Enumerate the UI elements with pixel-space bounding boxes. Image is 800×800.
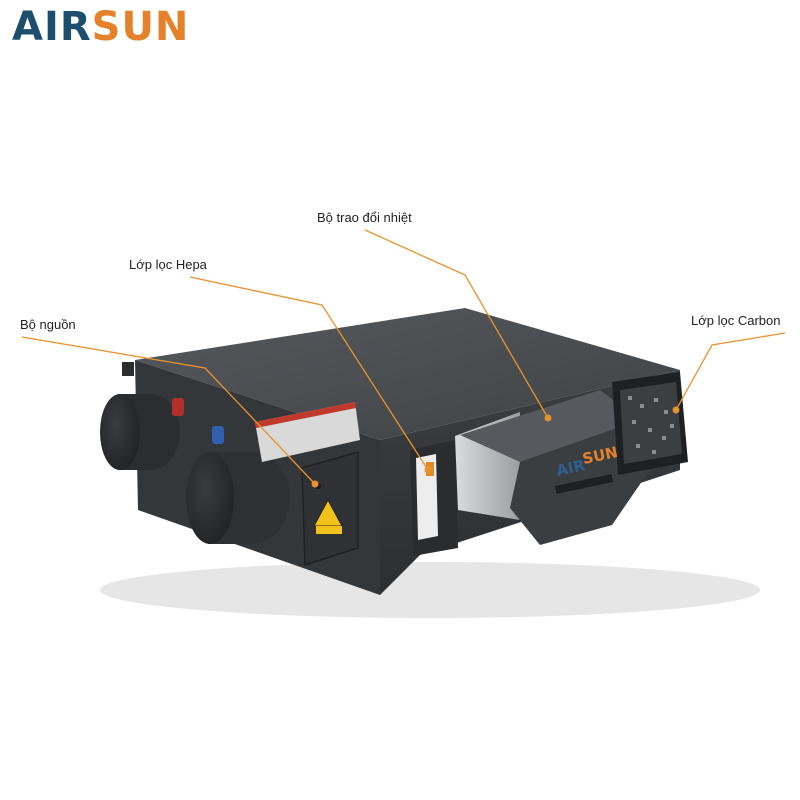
- brand-logo: AIRSUN: [12, 4, 189, 50]
- callout-label-heat-exchanger: Bộ trao đổi nhiệt: [317, 210, 412, 225]
- callout-label-hepa-filter: Lớp lọc Hepa: [129, 257, 207, 272]
- airflow-sticker-red: [172, 398, 184, 416]
- carbon-filter-granules: [628, 396, 674, 454]
- callout-label-power-supply: Bộ nguồn: [20, 317, 76, 332]
- heat-exchanger-top: [460, 390, 640, 462]
- callout-label-carbon-filter: Lớp lọc Carbon: [691, 313, 781, 328]
- body-top-face: [135, 308, 680, 440]
- leader-dot-carbon-filter: [672, 406, 680, 414]
- leader-dot-hepa-filter: [424, 466, 432, 474]
- ground-shadow: [100, 562, 760, 618]
- leader-dot-heat-exchanger: [544, 414, 552, 422]
- carbon-filter-media: [620, 382, 682, 464]
- duct-right-opening: [186, 452, 234, 544]
- brand-logo-air: AIR: [12, 4, 92, 50]
- leader-line-carbon-filter: [675, 332, 786, 411]
- leader-line-heat-exchanger: [364, 229, 549, 419]
- leader-dots: [311, 406, 680, 488]
- spec-label-header: [255, 402, 356, 428]
- heat-exchanger-slot: [554, 474, 614, 494]
- leader-lines: [21, 229, 786, 485]
- leader-dot-power-supply: [311, 480, 319, 488]
- leader-line-hepa-filter: [189, 276, 429, 471]
- leader-line-power-supply: [21, 336, 316, 485]
- airflow-sticker-blue: [212, 426, 224, 444]
- device-badge-air: AIR: [555, 456, 587, 480]
- duct-left-opening: [100, 394, 140, 470]
- mount-bracket: [122, 362, 134, 376]
- warning-sign-plate: [316, 526, 342, 534]
- brand-logo-sun: SUN: [91, 4, 190, 50]
